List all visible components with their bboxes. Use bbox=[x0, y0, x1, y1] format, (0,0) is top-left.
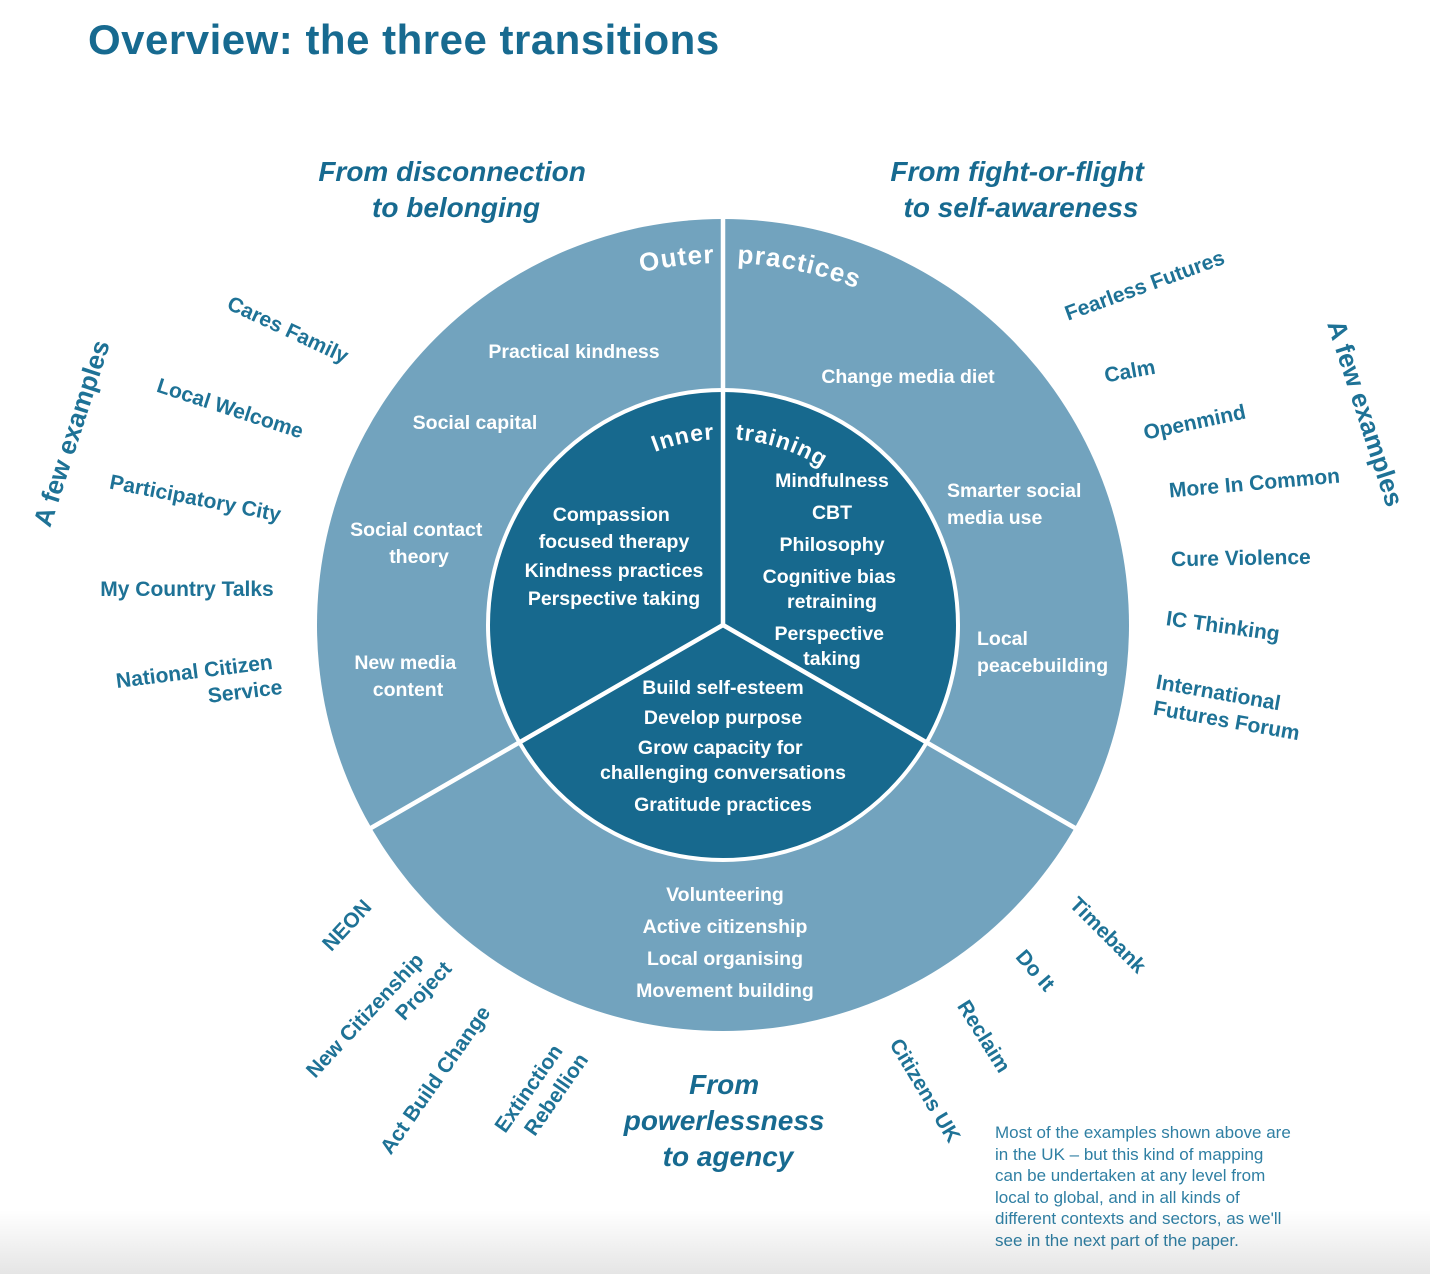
outer-item-new-media-content: New media content bbox=[354, 652, 461, 701]
example-openmind: Openmind bbox=[1141, 401, 1247, 445]
example-my-country-talks: My Country Talks bbox=[100, 578, 273, 601]
transition-label-awareness: From fight-or-flight to self-awareness bbox=[890, 156, 1151, 223]
example-local-welcome: Local Welcome bbox=[154, 374, 306, 443]
label-line: peacebuilding bbox=[977, 655, 1108, 677]
label-line: powerlessness bbox=[623, 1105, 825, 1136]
label-line: theory bbox=[389, 546, 449, 568]
example-cares-family: Cares Family bbox=[224, 292, 352, 368]
outer-item-social-contact-theory: Social contact theory bbox=[350, 519, 488, 568]
label-line: to agency bbox=[663, 1141, 795, 1172]
inner-item-perspective-taking-left: Perspective taking bbox=[528, 588, 700, 610]
footnote-line: can be undertaken at any level from bbox=[995, 1166, 1266, 1185]
inner-item-develop-purpose: Develop purpose bbox=[644, 707, 802, 729]
inner-item-grow-capacity: Grow capacity for challenging conversati… bbox=[600, 737, 846, 784]
label-line: From disconnection bbox=[318, 156, 586, 187]
footnote-line: different contexts and sectors, as we'll bbox=[995, 1208, 1291, 1230]
label-line: Perspective bbox=[775, 623, 885, 645]
footnote: Most of the examples shown above are in … bbox=[995, 1122, 1291, 1251]
label-line: Cognitive bias bbox=[763, 566, 896, 588]
label-line: New media bbox=[354, 652, 456, 674]
example-do-it: Do It bbox=[1011, 946, 1059, 996]
label-line: to self-awareness bbox=[904, 192, 1139, 223]
label-line: Grow capacity for bbox=[638, 737, 803, 759]
sector-divider-left bbox=[368, 622, 726, 831]
example-fearless-futures: Fearless Futures bbox=[1062, 246, 1228, 325]
outer-item-movement-building: Movement building bbox=[636, 980, 814, 1002]
label-line: Local bbox=[977, 628, 1028, 650]
inner-item-build-self-esteem: Build self-esteem bbox=[642, 677, 803, 699]
example-cure-violence: Cure Violence bbox=[1171, 546, 1311, 571]
label-line: Smarter social bbox=[947, 480, 1081, 502]
footnote-line: Most of the examples shown above are bbox=[995, 1123, 1291, 1142]
outer-item-local-peacebuilding: Local peacebuilding bbox=[977, 628, 1108, 677]
example-reclaim: Reclaim bbox=[952, 996, 1014, 1076]
footnote-line: in the UK – but this kind of mapping bbox=[995, 1144, 1264, 1164]
example-more-in-common: More In Common bbox=[1168, 465, 1341, 503]
label-line: content bbox=[373, 679, 444, 701]
examples-heading-left: A few examples bbox=[27, 336, 116, 530]
inner-item-mindfulness: Mindfulness bbox=[775, 470, 889, 492]
inner-item-compassion-focused-therapy: Compassion focused therapy bbox=[539, 504, 690, 553]
label-line: media use bbox=[947, 507, 1043, 529]
example-participatory-city: Participatory City bbox=[108, 471, 283, 527]
label-line: focused therapy bbox=[539, 531, 690, 553]
outer-item-change-media-diet: Change media diet bbox=[821, 366, 995, 388]
label-line: retraining bbox=[787, 591, 877, 613]
outer-item-practical-kindness: Practical kindness bbox=[488, 341, 659, 363]
outer-item-smarter-social-media-use: Smarter social media use bbox=[947, 480, 1087, 529]
example-neon: NEON bbox=[318, 896, 376, 956]
label-line: taking bbox=[803, 648, 860, 670]
label-line: From bbox=[689, 1069, 759, 1100]
sector-divider-right bbox=[720, 622, 1078, 831]
label-line: challenging conversations bbox=[600, 762, 846, 784]
page-title: Overview: the three transitions bbox=[88, 16, 720, 63]
example-timebank: Timebank bbox=[1065, 893, 1151, 979]
footnote-line: see in the next part of the paper. bbox=[995, 1230, 1291, 1252]
outer-item-local-organising: Local organising bbox=[647, 948, 803, 970]
inner-item-cognitive-bias-retraining: Cognitive bias retraining bbox=[763, 566, 902, 613]
inner-item-cbt: CBT bbox=[812, 502, 852, 524]
label-line: to belonging bbox=[372, 192, 540, 223]
example-national-citizen-service: National Citizen Service bbox=[115, 650, 284, 719]
example-international-futures-forum: International Futures Forum bbox=[1150, 671, 1306, 745]
example-extinction-rebellion: Extinction Rebellion bbox=[490, 1034, 593, 1151]
inner-item-gratitude-practices: Gratitude practices bbox=[634, 794, 812, 816]
inner-item-kindness-practices: Kindness practices bbox=[525, 560, 704, 582]
outer-item-volunteering: Volunteering bbox=[666, 884, 784, 906]
label-line: Compassion bbox=[553, 504, 670, 526]
example-calm: Calm bbox=[1103, 356, 1158, 388]
footnote-line: local to global, and in all kinds of bbox=[995, 1187, 1240, 1207]
example-citizens-uk: Citizens UK bbox=[885, 1035, 965, 1147]
inner-item-philosophy: Philosophy bbox=[779, 534, 884, 556]
example-ic-thinking: IC Thinking bbox=[1165, 607, 1281, 646]
label-line: Social contact bbox=[350, 519, 483, 541]
outer-item-social-capital: Social capital bbox=[413, 412, 538, 434]
inner-item-perspective-taking-right: Perspective taking bbox=[775, 623, 890, 670]
label-line: From fight-or-flight bbox=[890, 156, 1145, 187]
outer-item-active-citizenship: Active citizenship bbox=[643, 916, 808, 938]
page-bottom-shadow bbox=[0, 1210, 1430, 1274]
label-line: Service bbox=[207, 676, 284, 708]
transition-label-agency: From powerlessness to agency bbox=[623, 1069, 833, 1172]
transition-label-belonging: From disconnection to belonging bbox=[318, 156, 593, 223]
example-act-build-change: Act Build Change bbox=[376, 1002, 495, 1159]
